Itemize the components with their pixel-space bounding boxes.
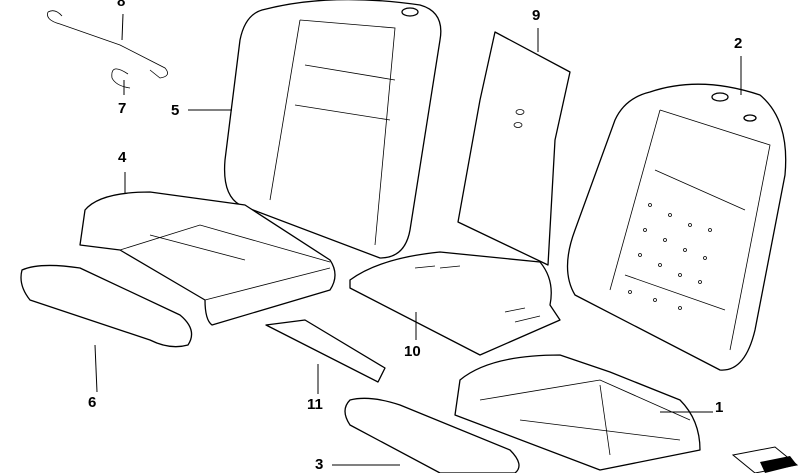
callout-9: 9 [532, 7, 541, 24]
callout-1: 1 [715, 399, 724, 416]
part-7-clip [111, 68, 131, 89]
part-11-foam-strip [265, 319, 386, 383]
part-6-side-bolster [20, 264, 193, 348]
callout-7: 7 [118, 100, 127, 117]
callout-4: 4 [118, 149, 127, 166]
part-8-wire [47, 10, 168, 79]
callout-10: 10 [404, 343, 421, 360]
part-2-backrest-rear [566, 83, 787, 371]
part-1-seat-frame [454, 354, 701, 471]
callout-8: 8 [117, 0, 126, 10]
part-10-base-plate [349, 251, 561, 356]
orientation-arrow-icon [731, 446, 799, 473]
part-3-side-bolster [344, 397, 520, 473]
part-4-seat-cushion [79, 191, 336, 326]
callout-2: 2 [734, 35, 743, 52]
callout-5: 5 [171, 102, 180, 119]
part-5-backrest-pad [223, 0, 442, 259]
leader-lines [94, 13, 742, 466]
part-9-insert-panel [457, 31, 571, 266]
callout-3: 3 [315, 456, 324, 473]
callout-6: 6 [88, 394, 97, 411]
callout-11: 11 [307, 396, 323, 413]
